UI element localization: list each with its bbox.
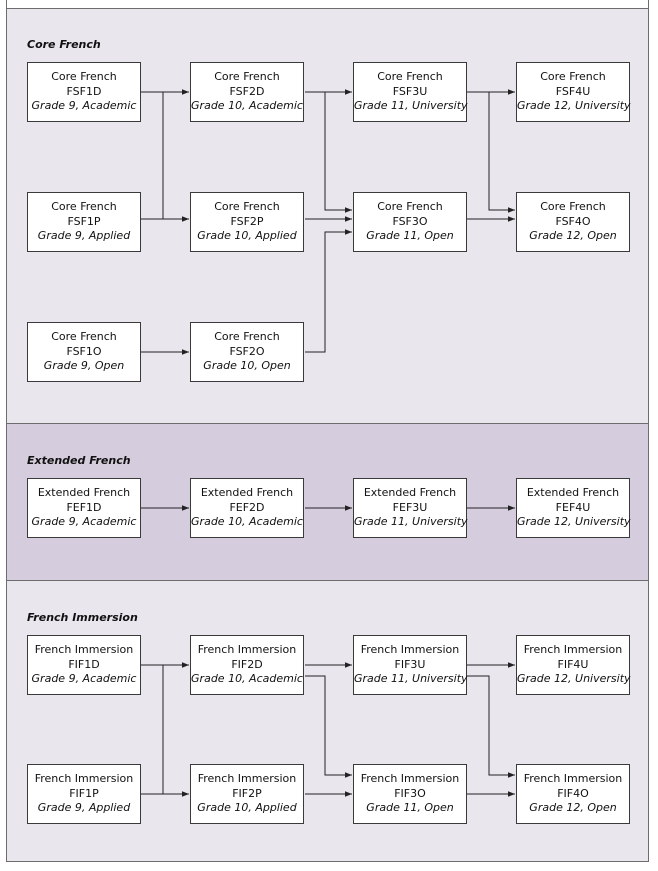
- section-divider: [7, 580, 648, 581]
- course-box-fef4u: Extended French FEF4U Grade 12, Universi…: [516, 478, 631, 538]
- course-grade: Grade 10, Academic: [191, 672, 303, 685]
- course-grade: Grade 11, University: [354, 672, 468, 685]
- course-name: French Immersion: [523, 772, 623, 785]
- course-name: Core French: [214, 330, 280, 343]
- course-grade: Grade 9, Applied: [37, 229, 131, 242]
- course-name: Core French: [540, 200, 606, 213]
- course-name: Extended French: [37, 486, 131, 499]
- course-code: FIF1P: [69, 786, 99, 800]
- course-grade: Grade 11, University: [354, 99, 468, 112]
- course-grade: Grade 10, Applied: [197, 801, 297, 814]
- course-name: Core French: [377, 70, 443, 83]
- course-name: Core French: [51, 330, 117, 343]
- course-box-fef2d: Extended French FEF2D Grade 10, Academic: [190, 478, 304, 538]
- course-box-fif4u: French Immersion FIF4U Grade 12, Univers…: [516, 635, 631, 695]
- course-code: FSF1P: [67, 214, 101, 228]
- course-grade: Grade 10, Applied: [197, 229, 297, 242]
- course-name: Extended French: [526, 486, 620, 499]
- course-name: Core French: [51, 200, 117, 213]
- course-box-fif4o: French Immersion FIF4O Grade 12, Open: [516, 764, 630, 824]
- course-code: FSF2O: [229, 344, 265, 358]
- course-code: FSF4U: [555, 84, 591, 98]
- course-code: FIF2D: [231, 657, 263, 671]
- course-name: French Immersion: [34, 643, 134, 656]
- course-grade: Grade 10, Academic: [191, 99, 303, 112]
- course-code: FEF3U: [392, 500, 428, 514]
- course-grade: Grade 9, Applied: [37, 801, 131, 814]
- course-box-fif2d: French Immersion FIF2D Grade 10, Academi…: [190, 635, 304, 695]
- course-code: FEF4U: [555, 500, 591, 514]
- course-name: French Immersion: [360, 772, 460, 785]
- course-code: FIF3O: [394, 786, 426, 800]
- course-name: Core French: [540, 70, 606, 83]
- course-grade: Grade 12, University: [517, 515, 631, 528]
- course-code: FEF2D: [229, 500, 265, 514]
- course-grade: Grade 10, Open: [203, 359, 291, 372]
- section-title-french-immersion: French Immersion: [27, 611, 138, 624]
- course-grade: Grade 11, Open: [366, 801, 454, 814]
- course-box-fif3u: French Immersion FIF3U Grade 11, Univers…: [353, 635, 468, 695]
- course-code: FSF1O: [66, 344, 102, 358]
- course-name: Core French: [214, 200, 280, 213]
- course-code: FIF3U: [394, 657, 426, 671]
- course-box-fif2p: French Immersion FIF2P Grade 10, Applied: [190, 764, 304, 824]
- course-box-fsf1d: Core French FSF1D Grade 9, Academic: [27, 62, 141, 122]
- course-box-fsf2o: Core French FSF2O Grade 10, Open: [190, 322, 304, 382]
- course-code: FSF4O: [555, 214, 591, 228]
- course-box-fsf4o: Core French FSF4O Grade 12, Open: [516, 192, 630, 252]
- course-grade: Grade 9, Open: [43, 359, 125, 372]
- course-box-fsf1p: Core French FSF1P Grade 9, Applied: [27, 192, 141, 252]
- course-grade: Grade 12, University: [517, 99, 631, 112]
- course-code: FSF2P: [230, 214, 264, 228]
- course-code: FEF1D: [66, 500, 102, 514]
- course-box-fef1d: Extended French FEF1D Grade 9, Academic: [27, 478, 141, 538]
- course-name: French Immersion: [197, 772, 297, 785]
- course-grade: Grade 12, University: [517, 672, 631, 685]
- section-divider: [7, 8, 648, 9]
- course-box-fif3o: French Immersion FIF3O Grade 11, Open: [353, 764, 467, 824]
- course-box-fsf2d: Core French FSF2D Grade 10, Academic: [190, 62, 304, 122]
- course-box-fsf2p: Core French FSF2P Grade 10, Applied: [190, 192, 304, 252]
- course-name: Extended French: [363, 486, 457, 499]
- section-title-core-french: Core French: [27, 38, 101, 51]
- course-box-fif1d: French Immersion FIF1D Grade 9, Academic: [27, 635, 141, 695]
- course-code: FSF2D: [229, 84, 265, 98]
- course-code: FIF1D: [68, 657, 100, 671]
- course-name: Core French: [377, 200, 443, 213]
- course-box-fsf3u: Core French FSF3U Grade 11, University: [353, 62, 468, 122]
- course-name: Core French: [51, 70, 117, 83]
- course-box-fsf1o: Core French FSF1O Grade 9, Open: [27, 322, 141, 382]
- course-grade: Grade 12, Open: [529, 801, 617, 814]
- course-code: FIF2P: [232, 786, 262, 800]
- course-grade: Grade 9, Academic: [31, 515, 137, 528]
- diagram-frame: [6, 0, 649, 862]
- course-code: FSF3O: [392, 214, 428, 228]
- course-grade: Grade 11, Open: [366, 229, 454, 242]
- course-name: French Immersion: [34, 772, 134, 785]
- course-box-fsf4u: Core French FSF4U Grade 12, University: [516, 62, 631, 122]
- course-grade: Grade 9, Academic: [31, 99, 137, 112]
- course-name: French Immersion: [360, 643, 460, 656]
- section-title-extended-french: Extended French: [27, 454, 131, 467]
- course-code: FSF3U: [392, 84, 428, 98]
- course-box-fsf3o: Core French FSF3O Grade 11, Open: [353, 192, 467, 252]
- course-name: French Immersion: [523, 643, 623, 656]
- course-name: French Immersion: [197, 643, 297, 656]
- course-grade: Grade 11, University: [354, 515, 468, 528]
- course-code: FSF1D: [66, 84, 102, 98]
- course-code: FIF4O: [557, 786, 589, 800]
- course-box-fef3u: Extended French FEF3U Grade 11, Universi…: [353, 478, 468, 538]
- course-grade: Grade 12, Open: [529, 229, 617, 242]
- course-box-fif1p: French Immersion FIF1P Grade 9, Applied: [27, 764, 141, 824]
- course-grade: Grade 10, Academic: [191, 515, 303, 528]
- section-divider: [7, 423, 648, 424]
- course-name: Core French: [214, 70, 280, 83]
- course-name: Extended French: [200, 486, 294, 499]
- course-code: FIF4U: [557, 657, 589, 671]
- course-grade: Grade 9, Academic: [31, 672, 137, 685]
